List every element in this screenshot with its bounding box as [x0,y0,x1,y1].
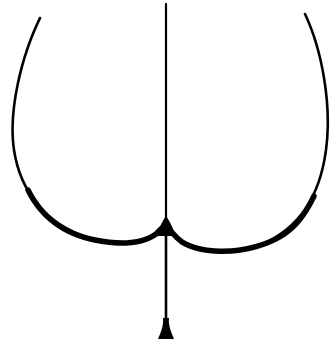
line-drawing [0,0,334,347]
